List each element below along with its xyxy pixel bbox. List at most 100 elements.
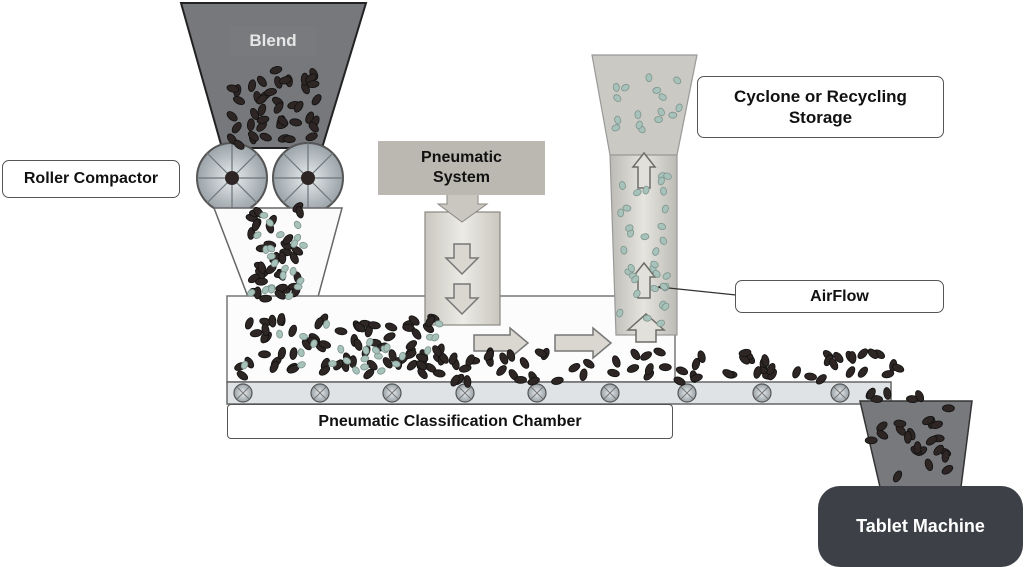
granule <box>925 435 938 446</box>
fine-particle <box>635 120 643 130</box>
fine-particle <box>642 185 650 195</box>
granule <box>892 363 905 373</box>
granule <box>519 357 530 369</box>
granule <box>465 354 475 367</box>
granule <box>922 416 935 426</box>
fine-particle <box>253 231 262 239</box>
fine-particle <box>270 259 279 268</box>
granule <box>277 115 289 127</box>
granule <box>318 340 332 349</box>
granule <box>483 349 494 361</box>
fine-particle <box>342 357 352 365</box>
granule <box>249 329 263 338</box>
granule <box>264 88 277 97</box>
fine-particle <box>659 282 668 291</box>
granule <box>883 387 892 400</box>
chamber-label: Pneumatic Classification Chamber <box>227 404 673 439</box>
fine-particle <box>673 76 682 85</box>
blend-hopper <box>179 1 368 149</box>
granule <box>463 375 472 388</box>
granule <box>269 66 283 75</box>
compactor-funnel <box>212 207 343 298</box>
granule <box>753 366 762 379</box>
granule <box>295 205 304 219</box>
fine-particle <box>434 320 444 328</box>
granule <box>568 363 581 373</box>
granule <box>334 327 348 336</box>
granule <box>924 458 934 472</box>
granule <box>893 419 907 428</box>
granule <box>792 366 801 379</box>
granule <box>247 131 259 142</box>
granule <box>275 283 288 293</box>
granule <box>259 294 272 303</box>
fine-particle <box>650 260 659 269</box>
granule <box>583 358 595 369</box>
granule <box>257 103 267 117</box>
fine-particle <box>299 241 308 249</box>
fine-particle <box>424 346 432 355</box>
roller-compactor-label: Roller Compactor <box>2 160 180 198</box>
pneumatic-system-label: Pneumatic System <box>378 141 545 195</box>
granule <box>289 347 298 360</box>
granule <box>551 376 564 385</box>
fine-particle <box>337 344 345 354</box>
granule <box>314 317 324 330</box>
granule <box>233 95 245 106</box>
cyclone-storage-label: Cyclone or Recycling Storage <box>697 76 944 138</box>
conveyor-belt <box>226 381 892 405</box>
fine-particle <box>611 124 621 132</box>
fine-particle <box>261 285 270 295</box>
fine-particle <box>266 252 276 260</box>
granule <box>384 322 398 332</box>
granule <box>293 100 304 113</box>
granule <box>738 348 752 357</box>
granule <box>829 358 839 371</box>
granule <box>514 375 527 384</box>
fine-particle <box>656 319 665 327</box>
granule <box>658 363 672 372</box>
granule <box>626 364 640 373</box>
granule <box>244 317 254 330</box>
granule <box>368 321 381 330</box>
granule <box>450 374 460 387</box>
granule <box>269 361 279 373</box>
granule <box>246 118 255 132</box>
granule <box>288 324 298 338</box>
granule <box>866 387 876 400</box>
granule <box>289 118 303 127</box>
fine-particle <box>297 348 305 358</box>
granule <box>289 252 299 265</box>
granule <box>363 368 375 380</box>
granule <box>308 121 319 133</box>
fine-particle <box>293 283 303 291</box>
fine-particle <box>276 329 284 339</box>
fine-particle <box>663 172 672 180</box>
fine-particle <box>614 115 622 125</box>
fine-particle <box>650 285 659 292</box>
granule <box>311 94 322 106</box>
fine-particle <box>622 204 632 212</box>
granule <box>259 132 272 142</box>
granule <box>432 345 442 357</box>
fine-particle <box>642 314 652 322</box>
fine-particle <box>652 247 660 256</box>
granule <box>675 366 689 376</box>
granule <box>354 322 366 333</box>
granule <box>941 449 950 463</box>
granule <box>867 348 879 360</box>
granule <box>258 350 271 359</box>
granule <box>761 354 770 367</box>
fine-particle <box>299 333 308 340</box>
granule <box>279 76 292 85</box>
granule <box>833 351 844 363</box>
fine-particle <box>293 220 302 230</box>
granule <box>607 368 620 378</box>
airflow-pointer <box>658 286 737 296</box>
granule <box>579 368 588 382</box>
granule <box>534 348 547 358</box>
granule <box>256 115 270 124</box>
granule <box>845 366 856 378</box>
down-arrows <box>444 243 480 316</box>
granule <box>406 359 418 371</box>
